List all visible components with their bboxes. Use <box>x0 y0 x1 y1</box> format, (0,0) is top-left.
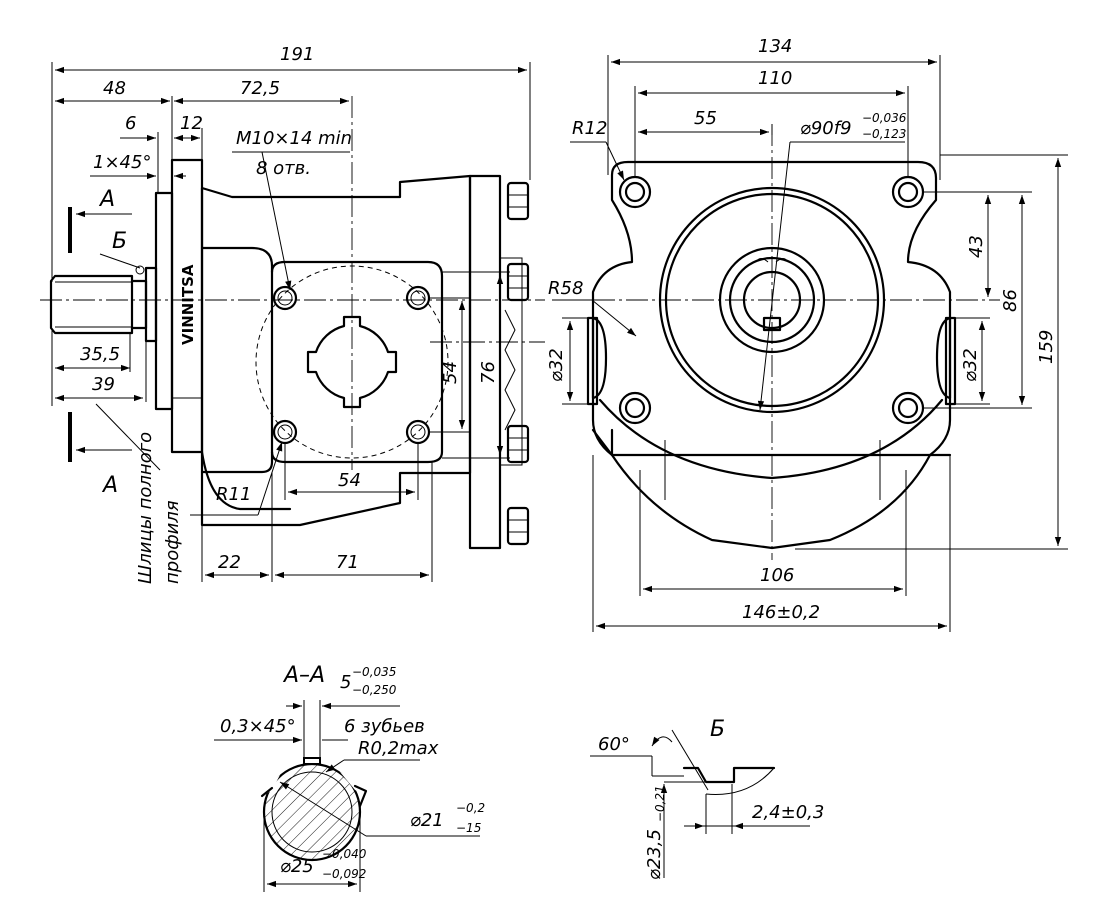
dim-134: 134 <box>758 36 792 57</box>
aa-outer-tol-upper: −0,040 <box>322 847 367 861</box>
section-letter-bottom: А <box>101 473 118 498</box>
aa-inner-diam: ⌀21 <box>410 810 444 831</box>
detail-b-title: Б <box>710 717 725 742</box>
dim-48: 48 <box>103 78 126 99</box>
detail-b-marker <box>135 265 145 275</box>
section-aa-title: А–А <box>282 663 325 688</box>
section-aa-dims <box>214 700 480 892</box>
port-holes <box>272 285 431 445</box>
dim-76: 76 <box>478 361 499 384</box>
detail-letter: Б <box>112 229 127 254</box>
aa-inner-tol-upper: −0,2 <box>456 801 485 815</box>
aa-outer-tol-lower: −0,092 <box>322 867 366 881</box>
section-letter-top: А <box>98 187 115 212</box>
tooth-tol-lower: −0,250 <box>352 683 397 697</box>
port-left <box>591 316 608 400</box>
thread-note: M10×14 min <box>236 128 352 149</box>
body-boss <box>200 246 274 474</box>
detail-b-break <box>705 767 775 795</box>
dim-chamfer: 1×45° <box>93 152 151 173</box>
dim-72-5: 72,5 <box>240 78 280 99</box>
port-left-cap <box>586 316 599 406</box>
dim-71: 71 <box>336 552 359 573</box>
dim-110: 110 <box>758 68 792 89</box>
dim-port-left: ⌀32 <box>546 348 567 382</box>
dim-39: 39 <box>92 374 115 395</box>
tooth-tol-upper: −0,035 <box>352 665 396 679</box>
shaft-spline <box>49 274 134 335</box>
spline-note-line2: профиля <box>162 500 183 584</box>
shaft-collar <box>130 279 148 330</box>
dim-43: 43 <box>966 235 987 258</box>
dim-54-v: 54 <box>440 361 461 384</box>
dim-pilot: ⌀90f9 <box>800 118 852 139</box>
hub-outer <box>718 246 826 354</box>
dim-55: 55 <box>694 108 717 129</box>
detail-b-depth: 2,4±0,3 <box>752 802 824 823</box>
dim-191: 191 <box>280 44 314 65</box>
dim-54-h: 54 <box>338 470 361 491</box>
cover-bolt-row <box>500 257 523 466</box>
dim-6: 6 <box>125 113 136 134</box>
aa-inner-tol-lower: −15 <box>456 821 481 835</box>
dim-12: 12 <box>180 113 203 134</box>
port-right <box>935 316 952 400</box>
front-lower-body <box>591 428 952 457</box>
dim-r58: R58 <box>548 278 583 299</box>
front-inner-arc <box>598 398 944 480</box>
dim-35-5: 35,5 <box>80 344 120 365</box>
dim-22: 22 <box>218 552 241 573</box>
dim-pilot-tol-upper: −0,036 <box>862 111 907 125</box>
aa-chamfer: 0,3×45° <box>220 716 296 737</box>
side-view: VINNITSA А Б А <box>40 44 545 584</box>
dim-146: 146±0,2 <box>742 602 820 623</box>
spline-note-line1: Шлицы полного <box>135 432 156 584</box>
port-pad <box>270 260 444 464</box>
holes-note: 8 отв. <box>256 158 311 179</box>
spline-inner-circle <box>271 771 353 853</box>
detail-b-profile <box>682 766 776 784</box>
cover-teeth <box>504 309 516 431</box>
dim-r11: R11 <box>216 484 251 505</box>
dim-r12: R12 <box>572 118 607 139</box>
shaft-key <box>762 316 782 332</box>
aa-teeth: 6 зубьев <box>344 716 425 737</box>
detail-b-dims <box>590 729 810 878</box>
side-dimensions <box>51 62 531 582</box>
seal-collar <box>144 266 158 343</box>
aa-outer-diam: ⌀25 <box>280 856 314 877</box>
bolt-heads <box>506 181 530 546</box>
hub-inner <box>728 256 816 344</box>
dim-106: 106 <box>760 565 794 586</box>
front-dimensions <box>552 55 1068 632</box>
pilot-ring-inner <box>664 192 880 408</box>
pilot-ring <box>658 186 886 414</box>
detail-b-angle: 60° <box>598 734 630 755</box>
port-right-cap <box>944 316 957 406</box>
detail-b: Б 60° ⌀23,5 −0,21 2,4±0,3 <box>590 717 824 880</box>
detail-b-diam-tol: −0,21 <box>653 785 667 822</box>
spline-bore <box>306 315 398 409</box>
dim-86: 86 <box>1000 289 1021 312</box>
body-lower-curve <box>200 450 292 511</box>
front-flange-outline <box>591 160 952 550</box>
brand-label: VINNITSA <box>179 264 197 345</box>
dim-159: 159 <box>1036 330 1057 364</box>
shaft-end <box>742 270 802 330</box>
detail-b-diam: ⌀23,5 <box>644 829 665 880</box>
dim-port-right: ⌀32 <box>960 348 981 382</box>
front-view: 134 110 55 ⌀90f9 −0,036 −0,123 R12 R58 ⌀… <box>546 36 1068 632</box>
port-pad-circle <box>255 265 449 459</box>
aa-radius: R0,2max <box>358 738 439 759</box>
dim-pilot-tol-lower: −0,123 <box>862 127 906 141</box>
retaining-ring <box>755 258 789 263</box>
section-a-marker <box>68 207 132 462</box>
tooth-width: 5 <box>340 672 351 693</box>
seal-plate <box>154 191 174 411</box>
section-aa: А–А 5 −0,035 −0,250 0,3×45° 6 зубье <box>214 663 485 892</box>
